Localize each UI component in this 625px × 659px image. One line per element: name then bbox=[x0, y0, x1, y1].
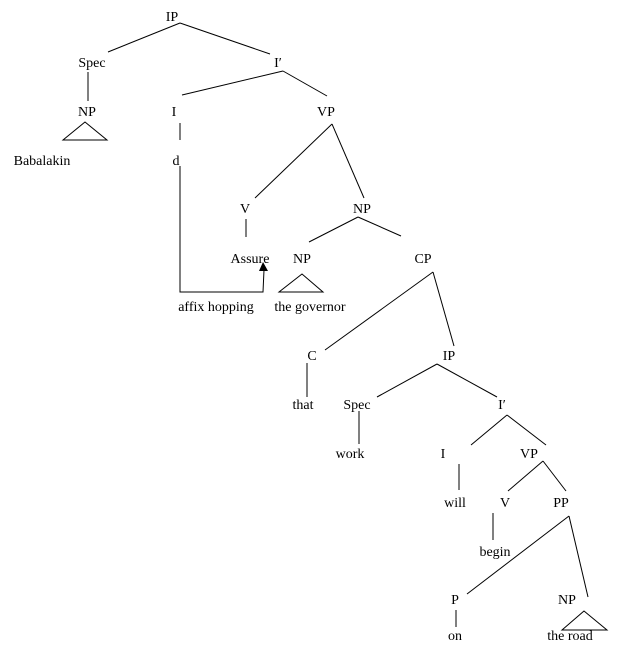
node-i-bar: I′ bbox=[274, 56, 282, 71]
branch bbox=[466, 515, 570, 595]
node-np: NP bbox=[353, 202, 371, 217]
node-v: V bbox=[240, 202, 250, 217]
node-spec: Spec bbox=[78, 56, 105, 71]
branch bbox=[507, 460, 544, 492]
branch bbox=[568, 515, 589, 598]
branch bbox=[282, 70, 328, 97]
triangle-icon bbox=[277, 273, 325, 293]
node-spec: Spec bbox=[343, 398, 370, 413]
word-on: on bbox=[448, 629, 462, 644]
tree-nodes: IP Spec I′ NP I VP Babalakin d V NP Assu… bbox=[14, 10, 593, 644]
branch bbox=[107, 22, 181, 53]
node-cp: CP bbox=[414, 252, 431, 267]
word-will: will bbox=[444, 496, 466, 511]
node-p: P bbox=[451, 593, 459, 608]
arrow-up-icon bbox=[259, 262, 268, 271]
word-babalakin: Babalakin bbox=[14, 154, 71, 169]
branch bbox=[254, 123, 333, 199]
node-np: NP bbox=[293, 252, 311, 267]
triangle-icon bbox=[61, 121, 109, 141]
node-v: V bbox=[500, 496, 510, 511]
affix-hopping-path bbox=[179, 166, 265, 293]
branch bbox=[324, 271, 434, 351]
branch bbox=[542, 460, 567, 492]
node-c: C bbox=[307, 349, 316, 364]
branch bbox=[470, 414, 508, 446]
word-the-governor: the governor bbox=[274, 300, 345, 315]
node-i: I bbox=[172, 105, 177, 120]
branch bbox=[506, 414, 547, 446]
word-begin: begin bbox=[479, 545, 510, 560]
branch bbox=[357, 216, 402, 237]
node-np: NP bbox=[558, 593, 576, 608]
word-that: that bbox=[293, 398, 314, 413]
word-d: d bbox=[173, 154, 180, 169]
branch bbox=[179, 22, 271, 55]
node-np: NP bbox=[78, 105, 96, 120]
branch bbox=[432, 271, 455, 347]
tree-branches bbox=[61, 22, 609, 631]
node-ip: IP bbox=[443, 349, 456, 364]
branch bbox=[331, 123, 365, 199]
node-pp: PP bbox=[553, 496, 569, 511]
node-i: I bbox=[441, 447, 446, 462]
word-work: work bbox=[336, 447, 365, 462]
branch bbox=[308, 216, 359, 243]
branch bbox=[376, 363, 438, 398]
affix-hopping-label: affix hopping bbox=[178, 300, 254, 315]
node-ip: IP bbox=[166, 10, 179, 25]
word-the-road: the road bbox=[547, 629, 592, 644]
word-assure: Assure bbox=[231, 252, 270, 267]
node-vp: VP bbox=[317, 105, 335, 120]
triangle-icon bbox=[560, 610, 609, 631]
node-vp: VP bbox=[520, 447, 538, 462]
branch bbox=[181, 70, 284, 96]
branch bbox=[436, 363, 498, 398]
node-i-bar: I′ bbox=[498, 398, 506, 413]
